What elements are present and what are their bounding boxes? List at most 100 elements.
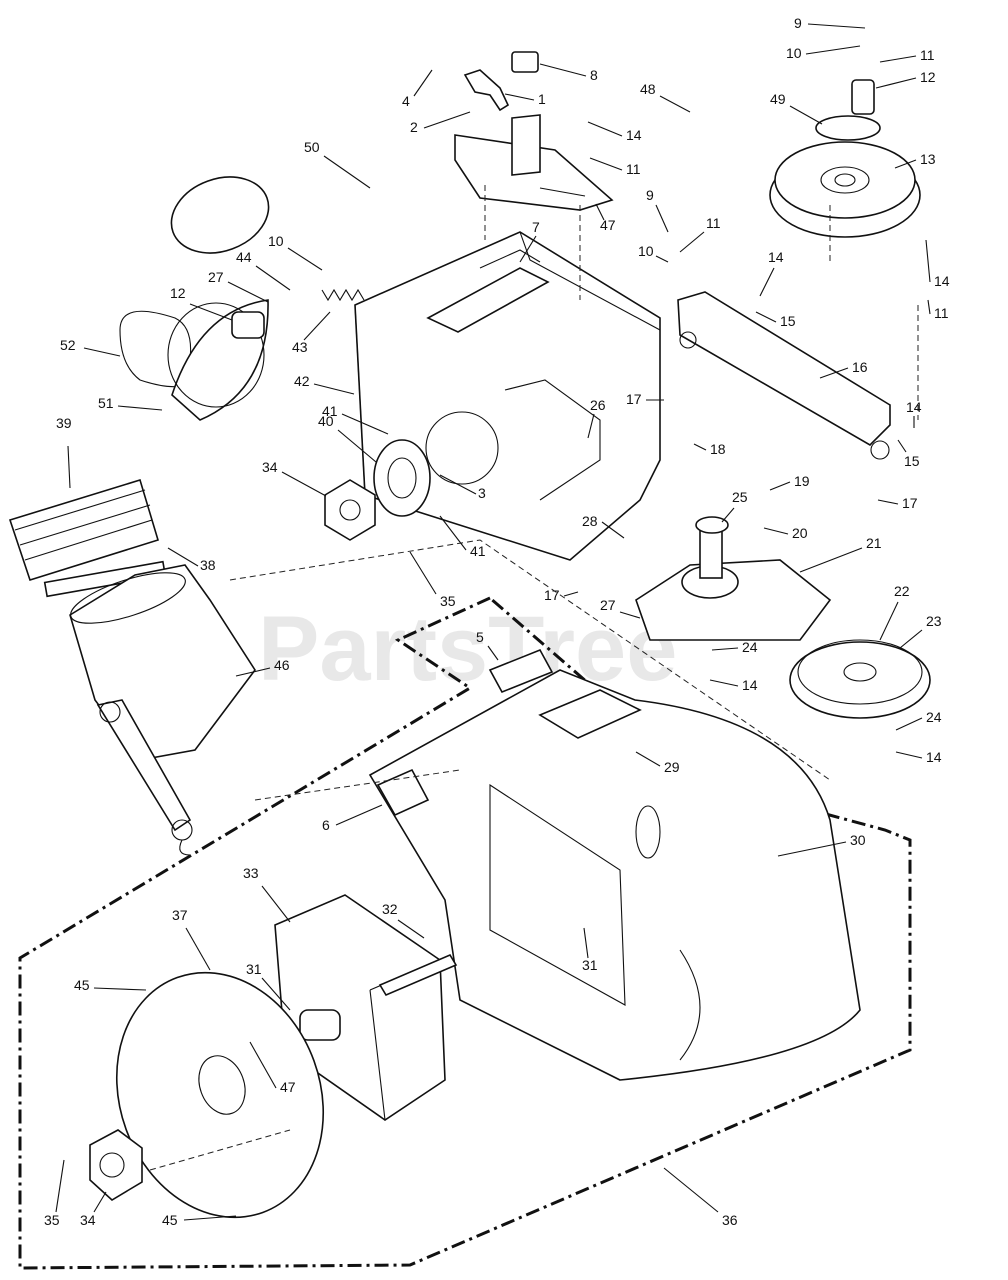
- callout: 27: [208, 269, 269, 303]
- callout: 14: [709, 677, 758, 693]
- svg-text:14: 14: [906, 399, 922, 415]
- callout: 31: [582, 927, 598, 973]
- svg-text:29: 29: [664, 759, 680, 775]
- callout: 40: [318, 413, 377, 463]
- callout: 24: [895, 709, 942, 731]
- callout: 11: [589, 157, 641, 177]
- callout: 28: [582, 513, 625, 539]
- top-bracket-plate: [454, 114, 614, 211]
- callout: 32: [382, 901, 425, 939]
- callout: 6: [322, 804, 383, 833]
- callout: 45: [162, 1212, 237, 1228]
- callout: 33: [243, 865, 291, 923]
- svg-text:35: 35: [440, 593, 456, 609]
- svg-text:9: 9: [794, 15, 802, 31]
- callout: 22: [879, 583, 910, 641]
- callout: 14: [906, 399, 922, 428]
- callout: 9: [794, 15, 866, 31]
- svg-text:17: 17: [544, 587, 560, 603]
- callout: 39: [56, 415, 72, 489]
- svg-text:38: 38: [200, 557, 216, 573]
- svg-text:1: 1: [538, 91, 546, 107]
- callout: 10: [638, 243, 669, 263]
- svg-text:11: 11: [920, 47, 935, 63]
- callout: 38: [167, 547, 216, 573]
- chute-base: [69, 564, 256, 761]
- callout: 42: [294, 373, 355, 395]
- callout: 41: [322, 403, 389, 435]
- svg-text:50: 50: [304, 139, 320, 155]
- svg-text:21: 21: [866, 535, 882, 551]
- decal-6: [376, 768, 430, 817]
- callout: 14: [759, 249, 784, 297]
- svg-text:34: 34: [80, 1212, 96, 1228]
- callout: 14: [587, 121, 642, 143]
- assembly-boundary: [18, 596, 912, 1270]
- callout: 36: [663, 1167, 738, 1228]
- spring-43: [321, 288, 365, 302]
- callout: 24: [711, 639, 758, 655]
- svg-text:17: 17: [902, 495, 918, 511]
- callout: 48: [640, 81, 691, 113]
- callout: 26: [587, 397, 606, 439]
- callout: 3: [439, 474, 486, 501]
- svg-text:14: 14: [934, 273, 950, 289]
- svg-text:12: 12: [920, 69, 936, 85]
- svg-text:48: 48: [640, 81, 656, 97]
- svg-text:45: 45: [162, 1212, 178, 1228]
- callout: 27: [600, 597, 641, 619]
- svg-text:47: 47: [280, 1079, 296, 1095]
- callout: 34: [80, 1191, 107, 1228]
- callout: 15: [897, 439, 920, 469]
- callout: 52: [60, 337, 121, 357]
- svg-text:16: 16: [852, 359, 868, 375]
- callout: 47: [249, 1041, 296, 1095]
- idler-bracket: [677, 291, 891, 460]
- svg-text:8: 8: [590, 67, 598, 83]
- callout: 37: [172, 907, 211, 971]
- svg-text:15: 15: [904, 453, 920, 469]
- svg-text:41: 41: [322, 403, 338, 419]
- callout: 46: [235, 657, 290, 677]
- svg-text:34: 34: [262, 459, 278, 475]
- callout: 14: [895, 749, 942, 765]
- svg-text:52: 52: [60, 337, 76, 353]
- callout: 11: [879, 47, 935, 63]
- callout: 12: [875, 69, 936, 89]
- callout: 30: [777, 832, 866, 857]
- svg-text:18: 18: [710, 441, 726, 457]
- callout: 1: [504, 91, 546, 107]
- svg-text:37: 37: [172, 907, 188, 923]
- svg-text:10: 10: [268, 233, 284, 249]
- callout: 20: [763, 525, 808, 541]
- chute-crank: [96, 699, 193, 856]
- callout: 31: [246, 961, 291, 1011]
- chute-bracket: [426, 249, 550, 333]
- svg-text:19: 19: [794, 473, 810, 489]
- callout: 17: [544, 587, 579, 603]
- knob: [511, 51, 539, 73]
- svg-text:14: 14: [742, 677, 758, 693]
- svg-text:39: 39: [56, 415, 72, 431]
- auger-pulley: [789, 639, 931, 719]
- svg-text:11: 11: [706, 215, 721, 231]
- gearbox-housing: [354, 231, 661, 561]
- svg-text:4: 4: [402, 93, 410, 109]
- callout: 13: [894, 151, 936, 169]
- callout: 18: [693, 441, 726, 457]
- svg-text:33: 33: [243, 865, 259, 881]
- svg-text:47: 47: [600, 217, 616, 233]
- bearing-40: [373, 439, 431, 517]
- svg-text:31: 31: [582, 957, 598, 973]
- callout: 10: [268, 233, 323, 271]
- watermark: PartsTree: [258, 598, 677, 700]
- callout: 4: [402, 69, 433, 109]
- svg-text:14: 14: [768, 249, 784, 265]
- callout: 23: [899, 613, 942, 649]
- shaft: [378, 953, 458, 997]
- callout: 16: [819, 359, 868, 379]
- svg-text:23: 23: [926, 613, 942, 629]
- callout: 12: [170, 285, 233, 321]
- decal-5: [488, 648, 554, 694]
